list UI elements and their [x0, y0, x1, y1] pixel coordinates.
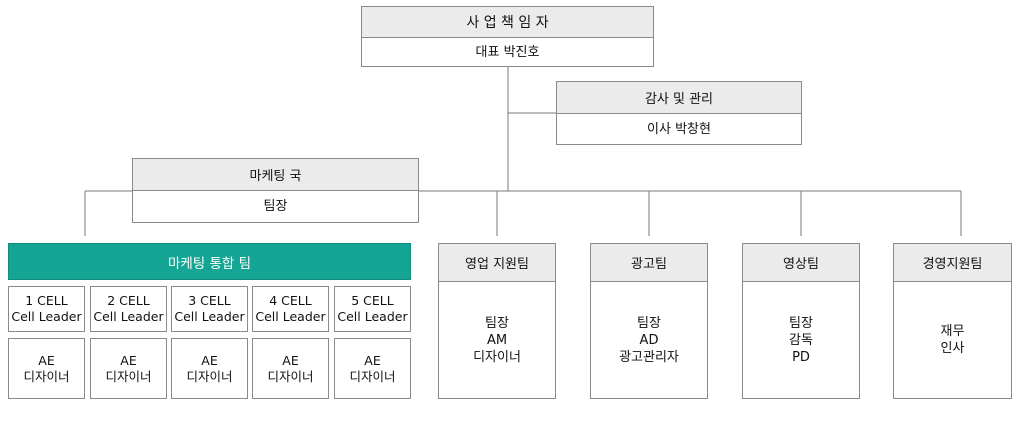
cell-role: Cell Leader — [93, 309, 164, 324]
cell-1-members-box: AE 디자이너 — [8, 338, 85, 399]
video-team-box: 영상팀 팀장 감독 PD — [742, 243, 860, 399]
cell-3-leader-box: 3 CELL Cell Leader — [171, 286, 248, 332]
cell-5-members-box: AE 디자이너 — [334, 338, 411, 399]
ceo-title: 사 업 책 임 자 — [362, 7, 653, 38]
team-role: 감독 — [789, 332, 813, 348]
audit-title: 감사 및 관리 — [557, 82, 801, 114]
team-role: AD — [639, 332, 659, 348]
member-ae: AE — [120, 352, 137, 368]
team-role: AM — [486, 332, 508, 348]
sales-support-team-title: 영업 지원팀 — [439, 244, 555, 282]
team-role: 광고관리자 — [619, 349, 679, 365]
team-role: 인사 — [940, 341, 965, 356]
team-role: PD — [792, 349, 810, 365]
cell-name: 5 CELL — [351, 293, 394, 308]
sales-support-team-box: 영업 지원팀 팀장 AM 디자이너 — [438, 243, 556, 399]
team-role: 팀장 — [789, 315, 813, 331]
member-designer: 디자이너 — [23, 368, 70, 384]
cell-4-leader-box: 4 CELL Cell Leader — [252, 286, 329, 332]
cell-name: 3 CELL — [188, 293, 231, 308]
video-team-title: 영상팀 — [743, 244, 859, 282]
member-ae: AE — [364, 352, 381, 368]
management-support-team-box: 경영지원팀 재무 인사 — [893, 243, 1012, 399]
team-role: 재무 — [940, 324, 965, 339]
integrated-team-title: 마케팅 통합 팀 — [167, 255, 252, 272]
ceo-box: 사 업 책 임 자 대표 박진호 — [361, 6, 654, 67]
marketing-dept-lead: 팀장 — [263, 199, 288, 214]
cell-name: 4 CELL — [269, 293, 312, 308]
cell-2-leader-box: 2 CELL Cell Leader — [90, 286, 167, 332]
cell-5-leader-box: 5 CELL Cell Leader — [334, 286, 411, 332]
management-support-team-title: 경영지원팀 — [894, 244, 1011, 282]
cell-role: Cell Leader — [255, 309, 326, 324]
audit-name: 이사 박창현 — [647, 121, 711, 137]
integrated-team-header: 마케팅 통합 팀 — [8, 243, 411, 280]
cell-role: Cell Leader — [174, 309, 245, 324]
cell-2-members-box: AE 디자이너 — [90, 338, 167, 399]
member-ae: AE — [282, 352, 299, 368]
ceo-name: 대표 박진호 — [475, 44, 540, 60]
cell-name: 2 CELL — [107, 293, 150, 308]
team-role: 팀장 — [637, 315, 661, 331]
marketing-dept-box: 마케팅 국 팀장 — [132, 158, 419, 223]
member-ae: AE — [38, 352, 55, 368]
member-designer: 디자이너 — [267, 368, 314, 384]
audit-box: 감사 및 관리 이사 박창현 — [556, 81, 802, 145]
cell-1-leader-box: 1 CELL Cell Leader — [8, 286, 85, 332]
ad-team-box: 광고팀 팀장 AD 광고관리자 — [590, 243, 708, 399]
team-role: 팀장 — [485, 315, 509, 331]
member-designer: 디자이너 — [105, 368, 152, 384]
marketing-dept-title: 마케팅 국 — [133, 159, 418, 191]
member-designer: 디자이너 — [349, 368, 396, 384]
cell-role: Cell Leader — [337, 309, 408, 324]
member-ae: AE — [201, 352, 218, 368]
cell-role: Cell Leader — [11, 309, 82, 324]
cell-name: 1 CELL — [25, 293, 68, 308]
cell-3-members-box: AE 디자이너 — [171, 338, 248, 399]
cell-4-members-box: AE 디자이너 — [252, 338, 329, 399]
ad-team-title: 광고팀 — [591, 244, 707, 282]
team-role: 디자이너 — [473, 349, 521, 365]
member-designer: 디자이너 — [186, 368, 233, 384]
